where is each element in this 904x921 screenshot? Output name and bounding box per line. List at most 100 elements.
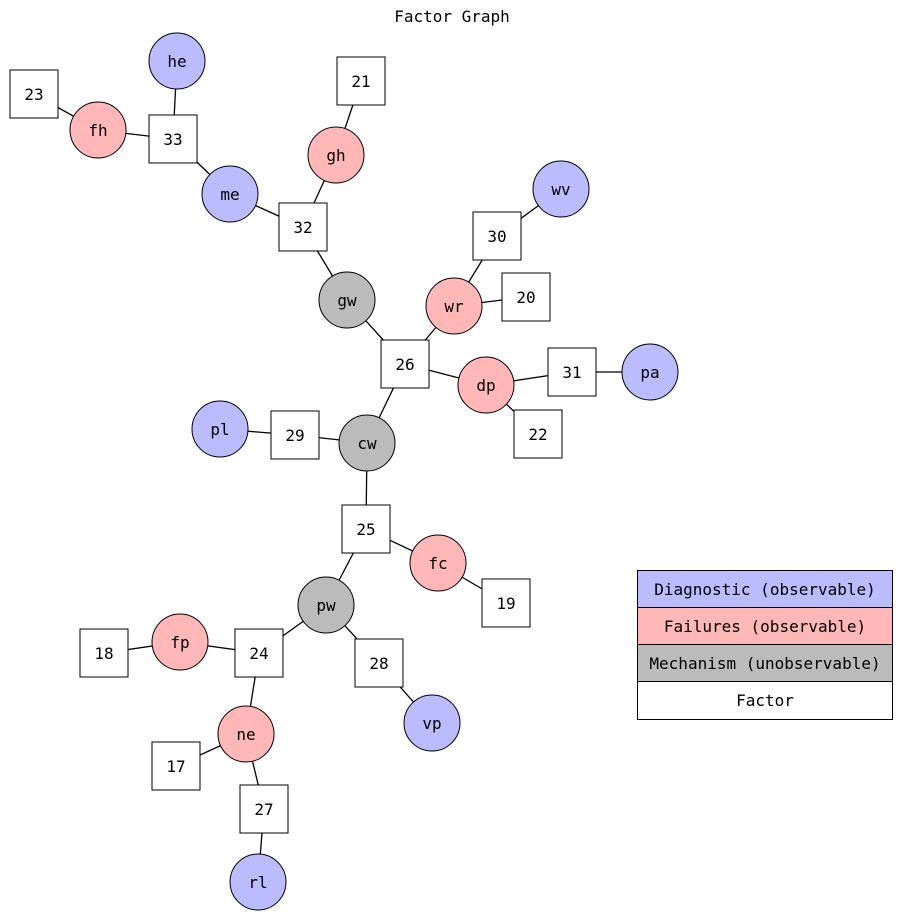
node-layer: he fh me gh wv gw wr dp pa pl cw fc pw fp vp ne rl 23 21 33… [9, 32, 679, 911]
variable-circle [532, 160, 590, 218]
factor-node-31: 31 [547, 347, 597, 397]
node-label: fc [428, 554, 447, 573]
variable-node-cw: cw [338, 414, 396, 472]
graph-title: Factor Graph [394, 7, 510, 26]
variable-node-fp: fp [151, 613, 209, 671]
legend: Diagnostic (observable) Failures (observ… [637, 570, 893, 720]
node-label: 31 [562, 363, 581, 382]
variable-node-pa: pa [621, 343, 679, 401]
variable-circle [318, 271, 376, 329]
factor-node-32: 32 [278, 202, 328, 252]
node-label: rl [248, 873, 267, 892]
node-label: 27 [254, 800, 273, 819]
node-label: me [220, 185, 239, 204]
variable-node-fc: fc [409, 534, 467, 592]
variable-node-dp: dp [457, 356, 515, 414]
node-label: 19 [496, 594, 515, 613]
variable-node-pw: pw [297, 576, 355, 634]
factor-node-30: 30 [472, 211, 522, 261]
factor-node-20: 20 [501, 272, 551, 322]
variable-circle [191, 400, 249, 458]
factor-box [336, 56, 386, 106]
legend-item-diagnostic: Diagnostic (observable) [638, 571, 892, 608]
node-label: 24 [249, 644, 268, 663]
factor-node-22: 22 [513, 409, 563, 459]
node-label: 18 [94, 644, 113, 663]
factor-box [513, 409, 563, 459]
variable-node-wr: wr [425, 277, 483, 335]
factor-node-33: 33 [148, 114, 198, 164]
factor-box [278, 202, 328, 252]
variable-node-pl: pl [191, 400, 249, 458]
factor-box [547, 347, 597, 397]
factor-node-26: 26 [380, 339, 430, 389]
node-label: cw [357, 434, 377, 453]
node-label: 33 [163, 130, 182, 149]
variable-circle [201, 165, 259, 223]
legend-item-factor: Factor [638, 682, 892, 720]
variable-circle [338, 414, 396, 472]
variable-circle [425, 277, 483, 335]
variable-node-fh: fh [69, 101, 127, 159]
variable-node-me: me [201, 165, 259, 223]
variable-node-wv: wv [532, 160, 590, 218]
factor-box [234, 628, 284, 678]
factor-box [481, 578, 531, 628]
node-label: 17 [166, 757, 185, 776]
variable-circle [229, 853, 287, 911]
legend-item-failures: Failures (observable) [638, 608, 892, 645]
factor-node-17: 17 [151, 741, 201, 791]
variable-circle [297, 576, 355, 634]
node-label: gh [326, 146, 345, 165]
variable-node-rl: rl [229, 853, 287, 911]
variable-circle [409, 534, 467, 592]
factor-box [501, 272, 551, 322]
variable-circle [621, 343, 679, 401]
node-label: 21 [351, 72, 370, 91]
legend-item-mechanism: Mechanism (unobservable) [638, 645, 892, 682]
factor-node-19: 19 [481, 578, 531, 628]
variable-circle [307, 126, 365, 184]
node-label: he [167, 52, 186, 71]
node-label: wv [551, 180, 570, 199]
node-label: 30 [487, 227, 506, 246]
variable-node-ne: ne [217, 705, 275, 763]
node-label: pa [640, 363, 659, 382]
factor-box [151, 741, 201, 791]
node-label: 20 [516, 288, 535, 307]
node-label: ne [236, 725, 255, 744]
node-label: 32 [293, 218, 312, 237]
factor-node-24: 24 [234, 628, 284, 678]
variable-node-gh: gh [307, 126, 365, 184]
factor-box [380, 339, 430, 389]
node-label: fp [170, 633, 189, 652]
node-label: 29 [285, 426, 304, 445]
factor-node-25: 25 [341, 504, 391, 554]
variable-circle [457, 356, 515, 414]
node-label: gw [337, 291, 357, 310]
variable-node-vp: vp [403, 694, 461, 752]
factor-node-23: 23 [9, 69, 59, 119]
factor-box [148, 114, 198, 164]
factor-node-27: 27 [239, 784, 289, 834]
factor-box [79, 628, 129, 678]
node-label: vp [422, 714, 441, 733]
node-label: pw [316, 596, 336, 615]
factor-box [341, 504, 391, 554]
factor-box [239, 784, 289, 834]
node-label: 26 [395, 355, 414, 374]
variable-circle [217, 705, 275, 763]
variable-node-he: he [148, 32, 206, 90]
node-label: 25 [356, 520, 375, 539]
node-label: 23 [24, 85, 43, 104]
factor-box [270, 410, 320, 460]
node-label: wr [444, 297, 464, 316]
variable-circle [403, 694, 461, 752]
variable-circle [69, 101, 127, 159]
node-label: 22 [528, 425, 547, 444]
variable-circle [151, 613, 209, 671]
node-label: pl [210, 420, 229, 439]
node-label: 28 [369, 654, 388, 673]
node-label: dp [476, 376, 495, 395]
